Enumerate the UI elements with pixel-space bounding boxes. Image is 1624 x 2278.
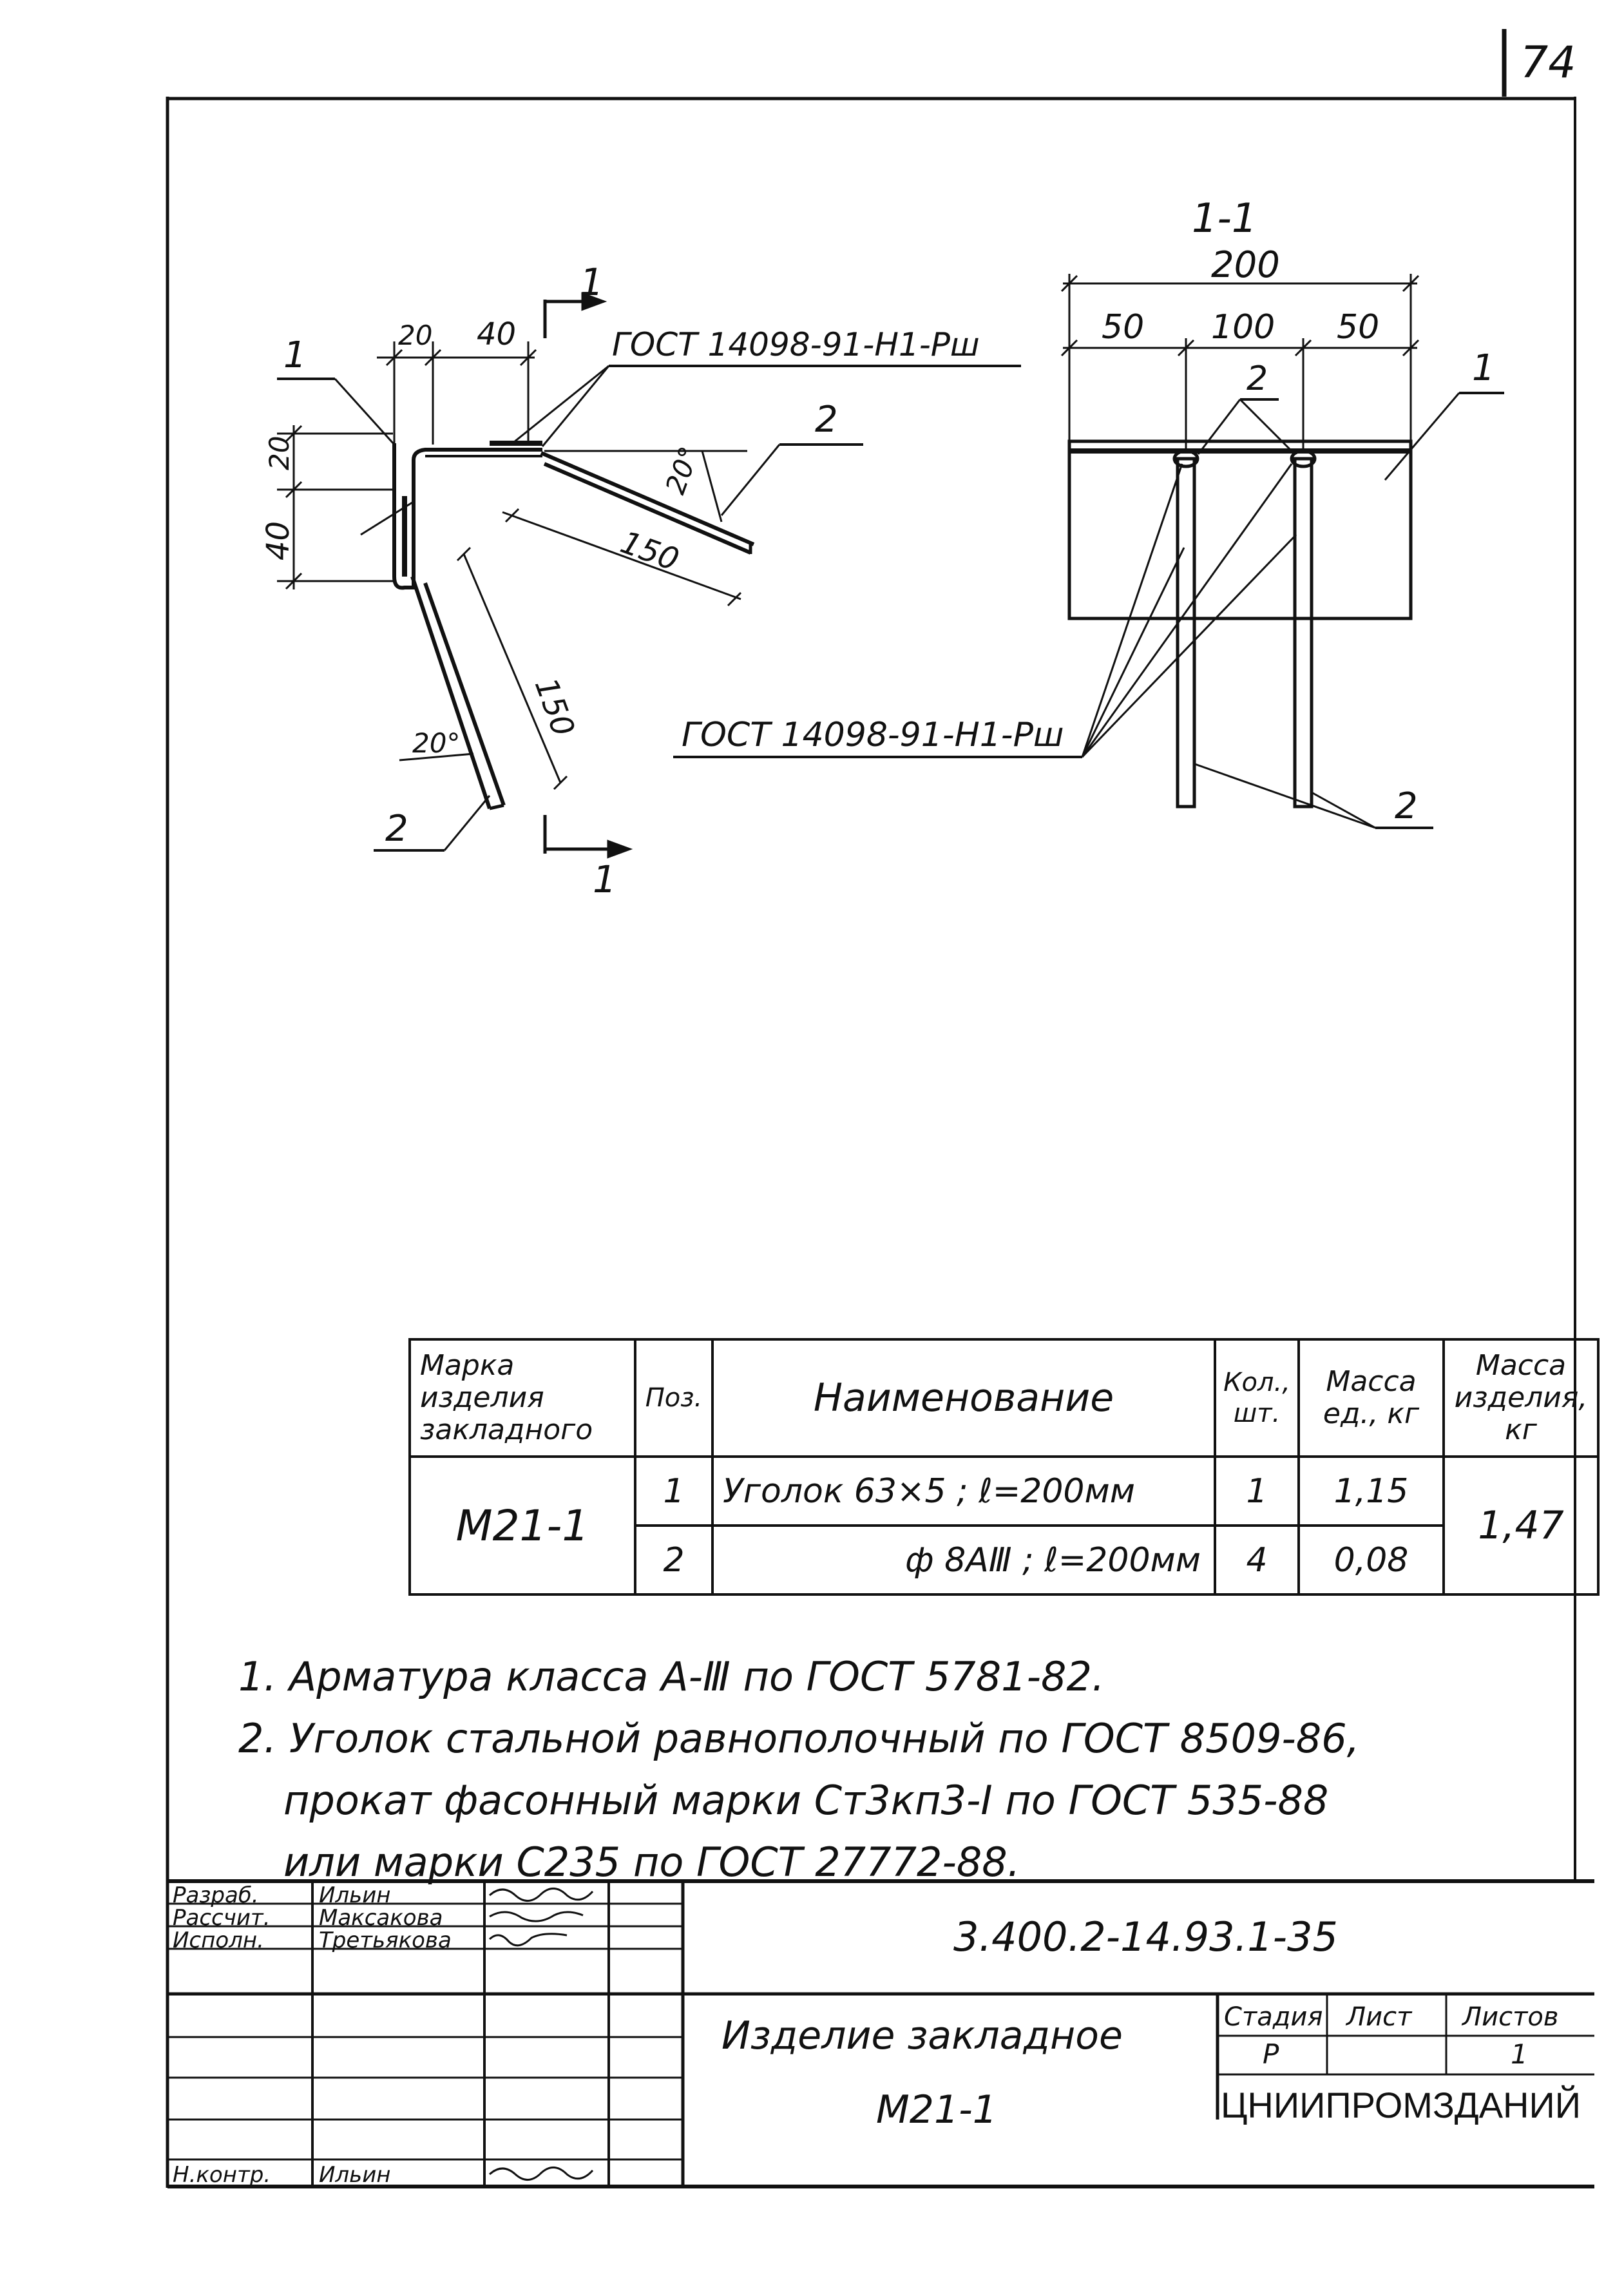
left-section-marker-top: 1 xyxy=(580,260,604,304)
dim-200: 200 xyxy=(1211,244,1280,286)
callout-bar-top: 2 xyxy=(815,399,838,441)
header-name: Наименование xyxy=(711,1338,1216,1458)
note-2-cont-a: прокат фасонный марки Ст3кп3-I по ГОСТ 5… xyxy=(283,1777,1329,1824)
dim-50-left: 50 xyxy=(1102,308,1144,347)
sheets-label: Листов xyxy=(1462,2002,1559,2032)
callout-angle-left: 1 xyxy=(283,334,307,376)
doc-title-line2: М21-1 xyxy=(876,2087,997,2132)
callout-bar-bottom: 2 xyxy=(385,808,408,850)
cell-name-1: Уголок 63×5 ; ℓ=200мм xyxy=(711,1455,1216,1527)
note-2-cont-b: или марки С235 по ГОСТ 27772-88. xyxy=(283,1839,1020,1886)
notes: 1. Арматура класса А-Ⅲ по ГОСТ 5781-82. … xyxy=(238,1646,1527,1893)
cell-qty-1: 1 xyxy=(1214,1455,1300,1527)
left-section-marker-bottom: 1 xyxy=(593,857,616,901)
doc-code: 3.400.2-14.93.1-35 xyxy=(953,1913,1338,1960)
sig-name-4: Ильин xyxy=(319,2162,391,2188)
stage-label: Стадия xyxy=(1224,2002,1323,2032)
sig-role-4: Н.контр. xyxy=(173,2162,271,2188)
cell-qty-2: 4 xyxy=(1214,1524,1300,1596)
organization: ЦНИИПРОМЗДАНИЙ xyxy=(1221,2085,1581,2125)
cell-mark: М21-1 xyxy=(408,1455,636,1596)
callout-bars-bottom: 2 xyxy=(1395,785,1418,827)
sheet-number: 74 xyxy=(1520,37,1576,88)
header-mark: Марка изделия закладного xyxy=(408,1338,636,1458)
sig-role-1: Разраб. xyxy=(173,1882,259,1908)
cell-total-mass: 1,47 xyxy=(1442,1455,1600,1596)
weld-note-left: ГОСТ 14098-91-Н1-Рш xyxy=(612,326,980,363)
sig-role-2: Рассчит. xyxy=(173,1905,271,1931)
sheet-label: Лист xyxy=(1346,2002,1412,2032)
sig-name-2: Максакова xyxy=(319,1905,443,1931)
cell-unit-mass-1: 1,15 xyxy=(1297,1455,1445,1527)
dim-40-top: 40 xyxy=(477,316,516,352)
header-unit-mass: Масса ед., кг xyxy=(1297,1338,1445,1458)
dim-20-top: 20 xyxy=(398,320,432,351)
cell-pos-2: 2 xyxy=(634,1524,714,1596)
cell-unit-mass-2: 0,08 xyxy=(1297,1524,1445,1596)
section-title: 1-1 xyxy=(1192,195,1257,242)
stage-value: Р xyxy=(1263,2038,1279,2070)
dim-angle-bottom: 20° xyxy=(412,727,460,759)
callout-bars-top: 2 xyxy=(1247,359,1268,398)
sig-name-3: Третьякова xyxy=(319,1928,452,1953)
dim-50-right: 50 xyxy=(1337,308,1379,347)
callout-angle-section: 1 xyxy=(1472,347,1495,389)
header-pos: Поз. xyxy=(634,1338,714,1458)
doc-title-line1: Изделие закладное xyxy=(721,2013,1123,2058)
note-2: 2. Уголок стальной равнополочный по ГОСТ… xyxy=(238,1715,1360,1762)
dim-40-left: 40 xyxy=(260,521,296,560)
spec-table: Марка изделия закладного Поз. Наименован… xyxy=(408,1338,1600,1596)
cell-pos-1: 1 xyxy=(634,1455,714,1527)
sig-role-3: Исполн. xyxy=(173,1928,264,1953)
header-qty: Кол., шт. xyxy=(1214,1338,1300,1458)
weld-note-section: ГОСТ 14098-91-Н1-Рш xyxy=(682,716,1064,754)
dim-20-left: 20 xyxy=(263,436,295,470)
sheets-value: 1 xyxy=(1511,2038,1528,2070)
header-item-mass: Масса изделия, кг xyxy=(1442,1338,1600,1458)
note-1: 1. Арматура класса А-Ⅲ по ГОСТ 5781-82. xyxy=(238,1653,1105,1700)
dim-100: 100 xyxy=(1211,308,1275,347)
sig-name-1: Ильин xyxy=(319,1882,391,1908)
cell-name-2: ф 8АⅢ ; ℓ=200мм xyxy=(711,1524,1216,1596)
